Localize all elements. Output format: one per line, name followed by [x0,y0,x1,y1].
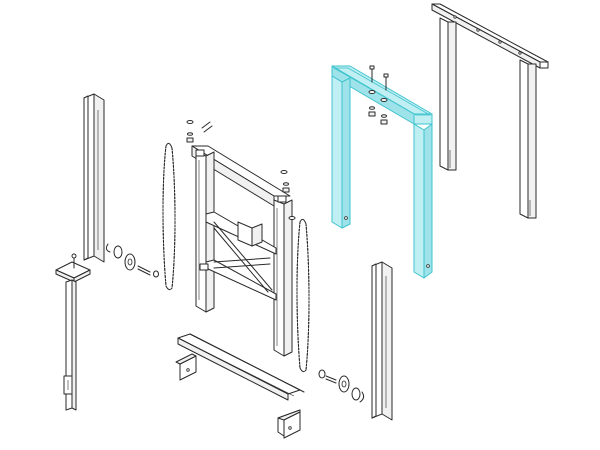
main-center-frame [191,145,293,357]
left-upright-channel [83,93,105,263]
angle-bracket-right [277,409,301,439]
top-crossbar-frame [431,3,549,219]
right-upright-channel [371,261,393,421]
highlighted-u-frame [331,65,433,279]
left-post-with-bracket [55,253,91,411]
bottom-channel-base [177,333,305,401]
angle-bracket-left [175,353,197,381]
bolt-set [368,65,389,125]
sprocket-right [318,369,365,403]
right-chain [296,218,310,373]
left-chain [162,142,176,291]
sprocket-left [105,243,159,278]
main-frame-bolts [186,120,296,220]
